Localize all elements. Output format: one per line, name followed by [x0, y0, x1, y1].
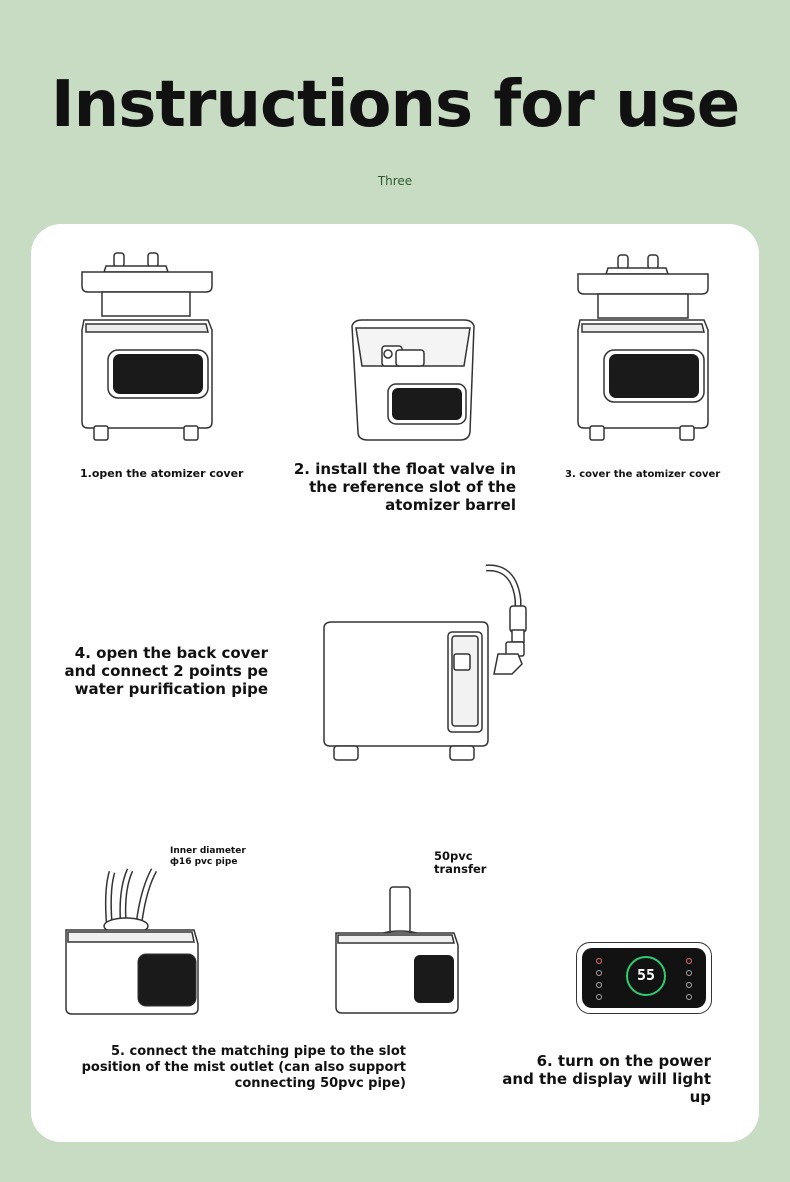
light-icon [686, 970, 692, 976]
mist-icon [686, 958, 692, 964]
timer-icon [596, 982, 602, 988]
display-panel: 55 [576, 942, 712, 1014]
mode-icon [596, 970, 602, 976]
step2-illustration [346, 316, 480, 446]
callout-inner-diameter: Inner diameter ф16 pvc pipe [170, 846, 250, 868]
step3-illustration [574, 250, 714, 445]
step1-illustration [78, 250, 218, 445]
display-readout: 55 [626, 966, 666, 984]
minus-icon [686, 994, 692, 1000]
callout-50pvc-transfer: 50pvc transfer [434, 850, 504, 876]
power-icon [596, 958, 602, 964]
step2-label: 2. install the float valve in the refere… [290, 460, 516, 514]
display-screen: 55 [582, 948, 706, 1008]
step6-label: 6. turn on the power and the display wil… [500, 1052, 711, 1106]
page-subtitle: Three [0, 174, 790, 188]
plus-icon [686, 982, 692, 988]
step5b-illustration [330, 885, 462, 1020]
step5-label: 5. connect the matching pipe to the slot… [70, 1044, 406, 1092]
step1-label: 1.open the atomizer cover [80, 467, 280, 480]
step3-label: 3. cover the atomizer cover [565, 469, 725, 480]
step4-label: 4. open the back cover and connect 2 poi… [40, 644, 268, 698]
step5a-illustration [60, 862, 210, 1018]
page-title: Instructions for use [0, 68, 790, 142]
step4-illustration [318, 560, 528, 775]
level-icon [596, 994, 602, 1000]
